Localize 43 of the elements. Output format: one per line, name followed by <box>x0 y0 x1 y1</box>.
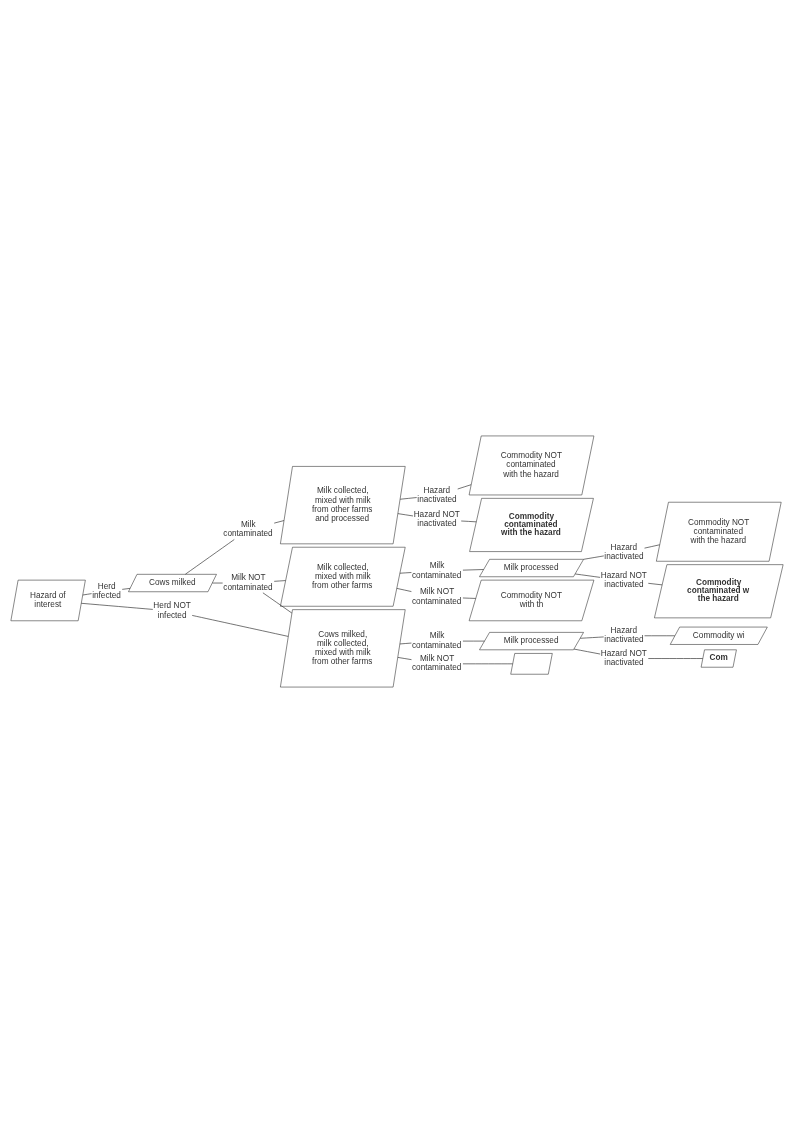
node-text: Milk contaminated <box>412 631 462 650</box>
connector <box>462 569 484 571</box>
node-text: Herd NOT infected <box>153 601 191 620</box>
node-text: Hazard inactivated <box>417 485 457 505</box>
node-text: Milk NOT contaminated <box>412 587 462 606</box>
node-text: Herd infected <box>92 581 121 600</box>
connector <box>462 663 514 665</box>
connector <box>212 582 223 584</box>
connector <box>647 582 663 586</box>
connector <box>121 588 131 590</box>
connector <box>399 572 412 574</box>
connector <box>273 520 285 524</box>
connector <box>399 497 418 500</box>
node-text: Hazard NOT inactivated <box>600 571 647 590</box>
connector <box>574 573 601 578</box>
connector <box>185 539 235 575</box>
connector <box>573 648 601 655</box>
node-text: Milk NOT contaminated <box>223 573 273 592</box>
node-text: Milk contaminated <box>412 561 462 580</box>
node-text: Hazard NOT inactivated <box>600 648 647 668</box>
connector <box>399 642 412 645</box>
connector <box>583 555 605 560</box>
connector <box>457 484 472 490</box>
node-box <box>510 653 553 675</box>
connector <box>191 615 289 637</box>
connector <box>397 513 414 517</box>
node-text: Milk contaminated <box>223 520 273 539</box>
connector <box>647 658 704 659</box>
connector <box>273 580 286 582</box>
node-text: Milk NOT contaminated <box>412 654 462 673</box>
connector <box>644 635 676 637</box>
connector <box>462 597 477 599</box>
connector <box>82 593 92 596</box>
connector <box>262 592 293 614</box>
connector <box>397 657 412 660</box>
connector <box>579 636 605 639</box>
connector <box>80 602 154 610</box>
node-text: Hazard NOT inactivated <box>413 510 460 529</box>
node-text: Hazard inactivated <box>604 542 644 562</box>
connector <box>396 588 412 592</box>
node-text: Hazard inactivated <box>604 626 644 645</box>
connector <box>460 520 477 523</box>
connector <box>644 544 660 549</box>
